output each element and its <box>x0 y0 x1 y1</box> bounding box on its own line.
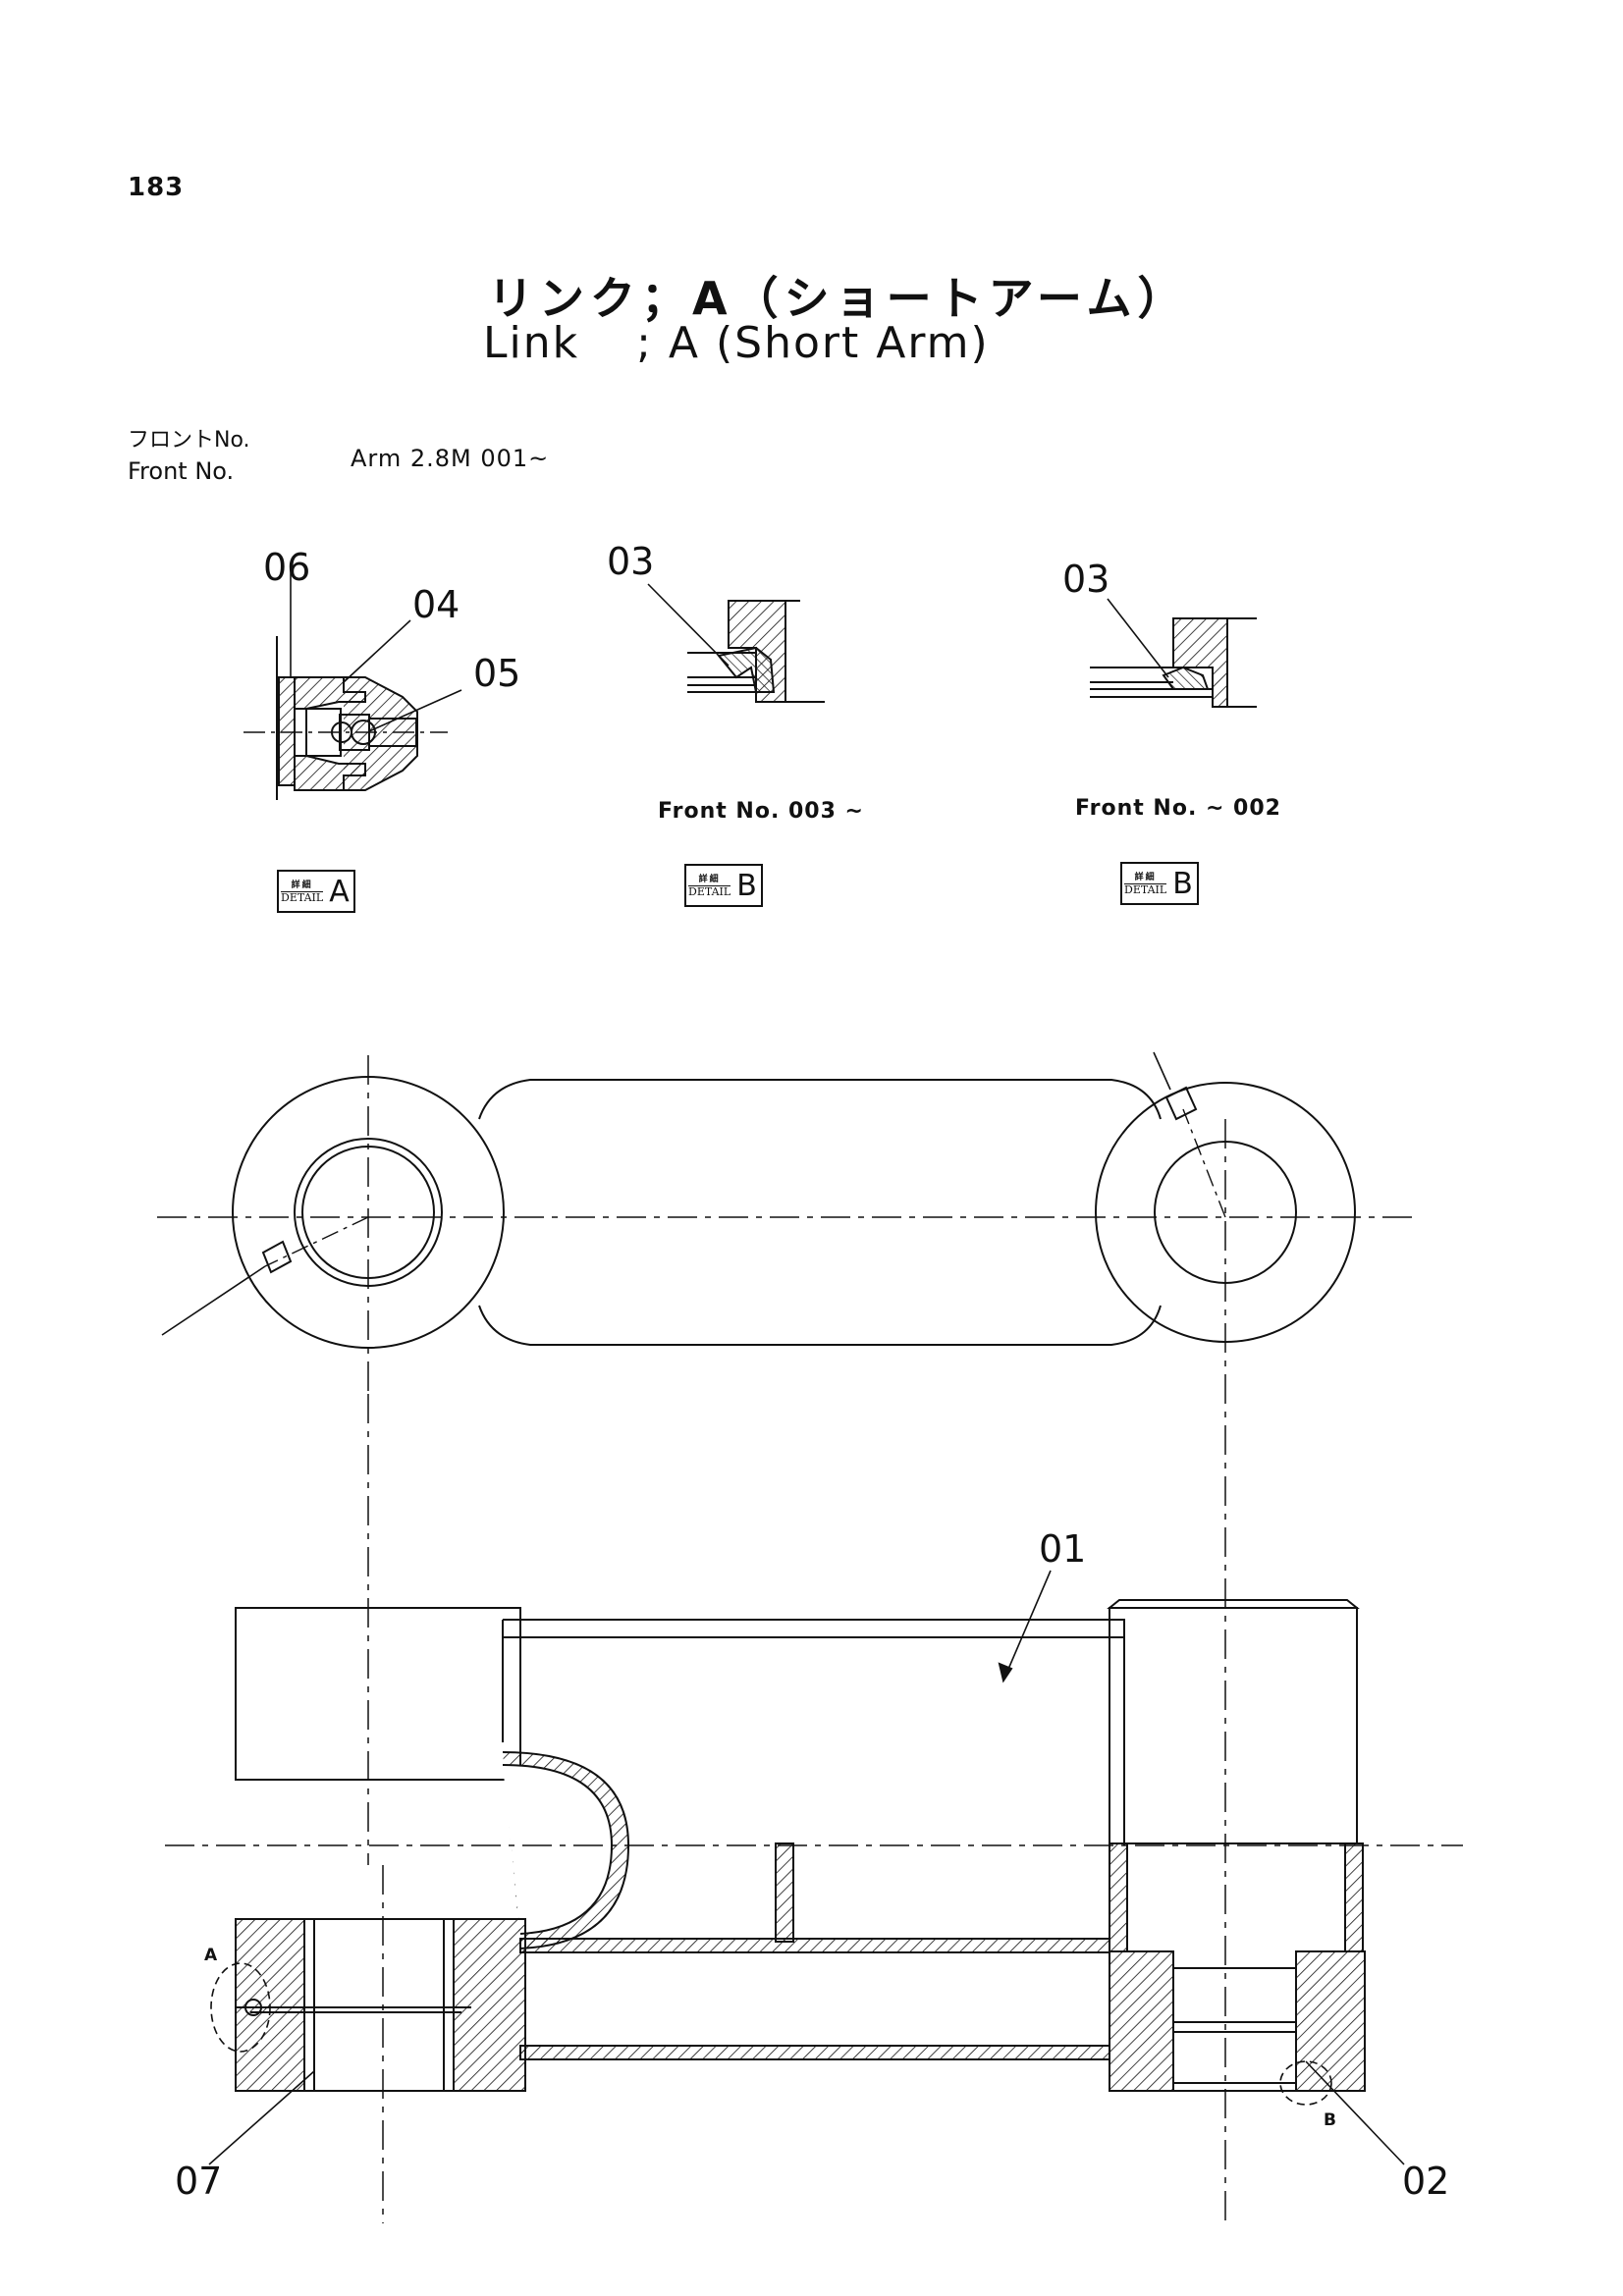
detail-b-left-tag: 詳細 DETAIL B <box>684 864 763 907</box>
detail-letter: B <box>1172 866 1193 901</box>
part-label-01: 01 <box>1039 1527 1087 1571</box>
detail-b-right-tag: 詳細 DETAIL B <box>1120 862 1199 905</box>
part-label-03-right: 03 <box>1062 558 1110 601</box>
link-side-view <box>165 1374 1463 2223</box>
part-label-03-left: 03 <box>607 540 655 583</box>
detail-letter: A <box>329 874 350 909</box>
detail-stamp-jp: 詳細 <box>291 880 313 890</box>
front-number-label-en: Front No. <box>128 457 235 485</box>
detail-b-left-drawing <box>647 583 825 703</box>
front-number-label-jp: フロントNo. <box>128 428 250 453</box>
detail-stamp-en: DETAIL <box>281 890 324 904</box>
part-label-05: 05 <box>473 652 521 695</box>
part-label-06: 06 <box>263 546 311 589</box>
detail-a-drawing <box>243 569 462 800</box>
detail-a-tag: 詳細 DETAIL A <box>277 870 355 913</box>
part-label-04: 04 <box>412 583 460 626</box>
detail-stamp: 詳細 DETAIL <box>688 874 731 898</box>
detail-b-left-note: Front No. 003 ~ <box>658 799 864 824</box>
part-label-07: 07 <box>175 2160 223 2203</box>
page-number: 183 <box>128 173 185 202</box>
detail-stamp-en: DETAIL <box>1124 882 1167 896</box>
link-top-view <box>157 1051 1414 1394</box>
detail-stamp: 詳細 DETAIL <box>281 880 324 904</box>
detail-stamp-jp: 詳細 <box>698 874 721 884</box>
callout-b-label: B <box>1324 2110 1336 2130</box>
part-label-02: 02 <box>1402 2160 1450 2203</box>
detail-stamp-jp: 詳細 <box>1134 872 1157 882</box>
detail-letter: B <box>736 868 757 903</box>
callout-a-label: A <box>204 1946 218 1965</box>
front-number-value: Arm 2.8M 001~ <box>351 445 550 472</box>
title-english-name: Link <box>483 318 580 368</box>
title-english-rest: ; A (Short Arm) <box>636 318 990 368</box>
detail-b-right-drawing <box>1090 598 1257 708</box>
page-title-english: Link ; A (Short Arm) <box>483 318 990 368</box>
detail-b-right-note: Front No. ~ 002 <box>1075 796 1281 821</box>
detail-stamp-en: DETAIL <box>688 884 731 898</box>
page-title-japanese: リンク；A（ショートアーム） <box>488 272 1189 325</box>
detail-stamp: 詳細 DETAIL <box>1124 872 1167 896</box>
